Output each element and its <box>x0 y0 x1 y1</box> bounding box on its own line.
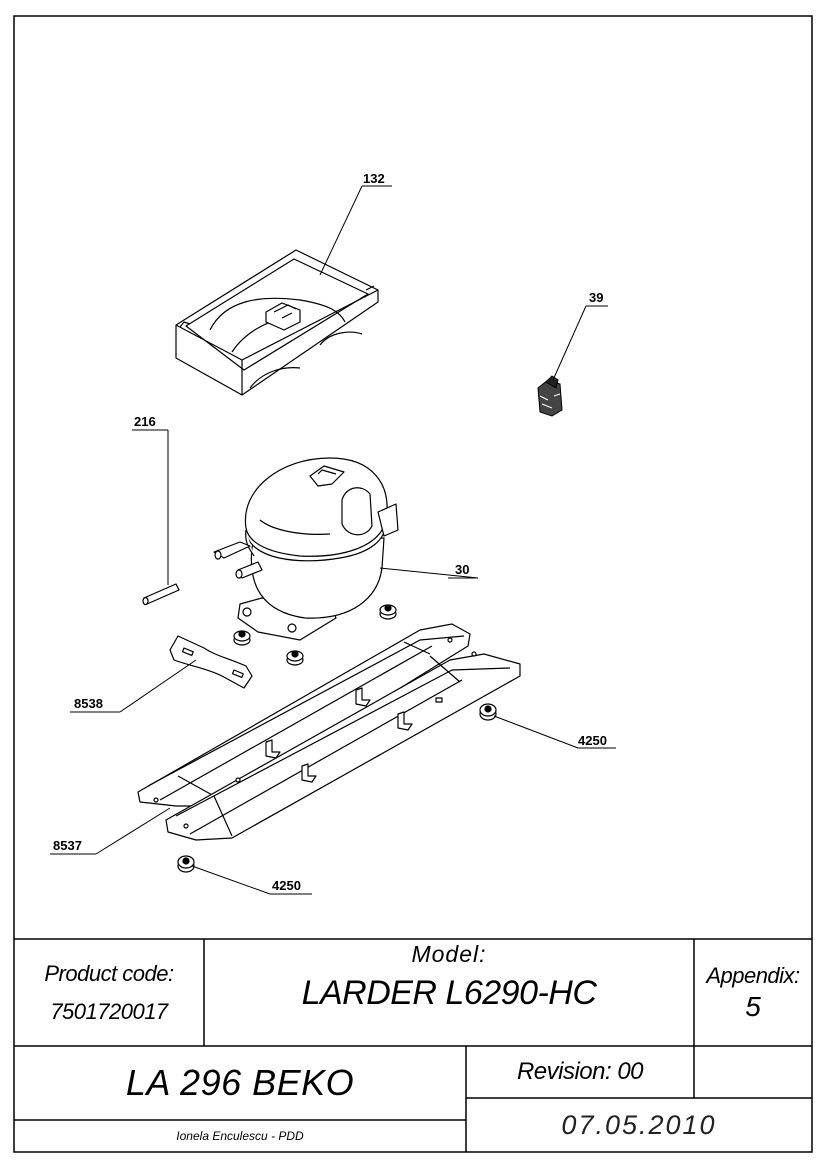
model-cell: Model: LARDER L6290-HC <box>204 939 694 1046</box>
appendix-label: Appendix: <box>706 962 800 988</box>
callout-4250-upper: 4250 <box>578 733 607 748</box>
model-value: LARDER L6290-HC <box>301 974 597 1012</box>
revision: Revision: 00 <box>516 1058 644 1085</box>
grommets <box>233 604 397 666</box>
drawing-frame <box>13 15 813 1153</box>
part-4250-foot-upper <box>479 703 497 721</box>
callout-132: 132 <box>363 171 385 186</box>
author-cell: Ionela Enculescu - PDD <box>14 1120 466 1152</box>
part-39-connector <box>537 375 563 417</box>
author: Ionela Enculescu - PDD <box>176 1129 304 1143</box>
part-216-pin <box>142 583 180 606</box>
callout-30: 30 <box>455 562 469 577</box>
part-8537-rails <box>137 623 521 841</box>
date-cell: 07.05.2010 <box>466 1098 812 1152</box>
model-label: Model: <box>411 941 487 967</box>
part-132-tray <box>175 249 379 396</box>
product-code-value: 7501720017 <box>50 998 168 1024</box>
date: 07.05.2010 <box>561 1109 717 1140</box>
part-30-compressor <box>213 457 399 641</box>
product-name: LA 296 BEKO <box>125 1062 355 1103</box>
name-cell: LA 296 BEKO <box>14 1046 466 1120</box>
callout-8537: 8537 <box>53 838 82 853</box>
product-code-cell: Product code: 7501720017 <box>14 939 204 1046</box>
callout-8538: 8538 <box>74 696 103 711</box>
product-code-label: Product code: <box>44 960 174 986</box>
callout-39: 39 <box>589 290 603 305</box>
callout-4250-lower: 4250 <box>272 878 301 893</box>
part-4250-foot-lower <box>177 855 195 873</box>
revision-cell: Revision: 00 <box>466 1046 694 1098</box>
part-8538-plate <box>169 635 253 689</box>
title-block-grid <box>14 938 812 1152</box>
appendix-cell: Appendix: 5 <box>694 939 812 1046</box>
callout-216: 216 <box>134 414 156 429</box>
appendix-value: 5 <box>745 990 761 1022</box>
